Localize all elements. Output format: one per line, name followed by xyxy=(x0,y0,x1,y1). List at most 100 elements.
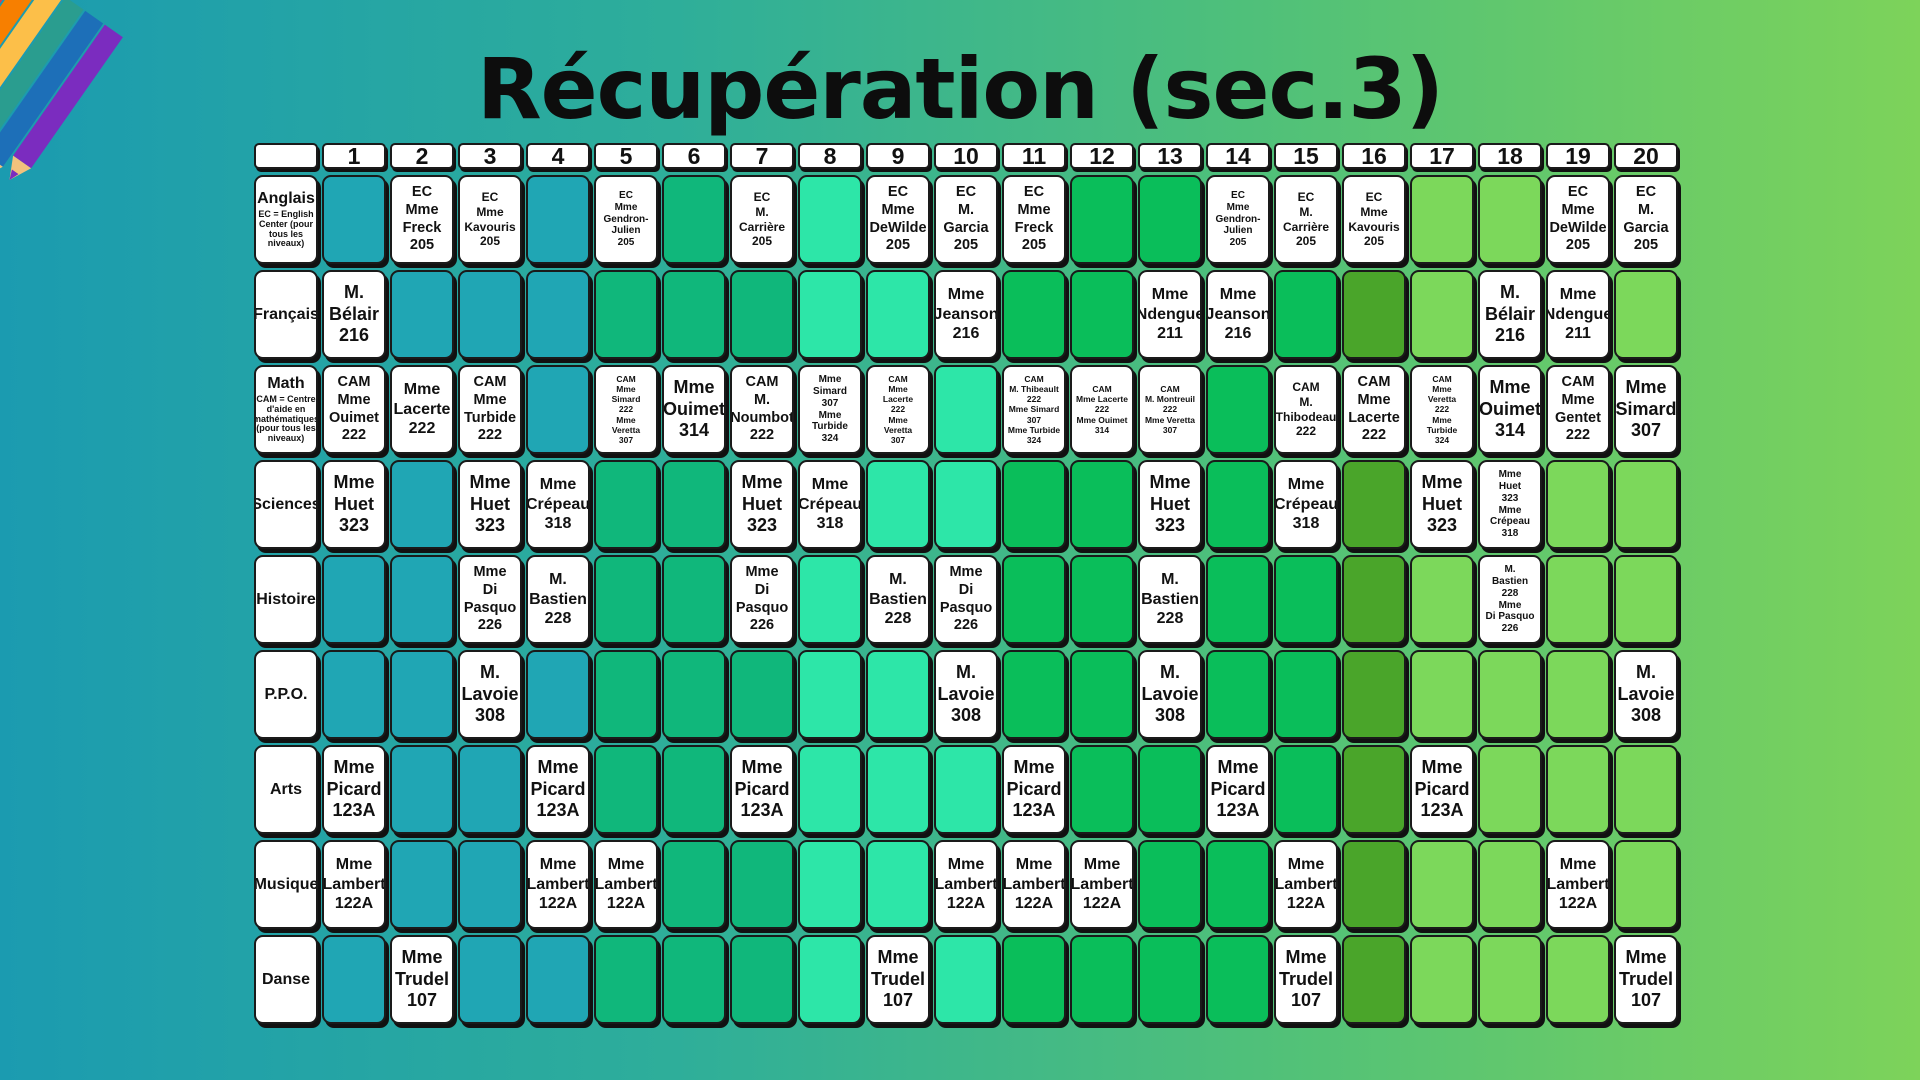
empty-slot xyxy=(1070,650,1134,739)
schedule-slot: CAM Mme Lacerte 222 xyxy=(1342,365,1406,454)
schedule-slot: Mme Jeanson 216 xyxy=(934,270,998,359)
empty-slot xyxy=(1206,935,1270,1024)
empty-slot xyxy=(1070,175,1134,264)
subject-label: Français xyxy=(254,270,318,359)
empty-slot xyxy=(798,555,862,644)
slot-text: M. Lavoie 308 xyxy=(1617,661,1675,726)
empty-slot xyxy=(662,175,726,264)
empty-slot xyxy=(390,460,454,549)
slot-text: Mme Lacerte 222 xyxy=(393,381,451,438)
schedule-slot: Mme Ndengue 211 xyxy=(1138,270,1202,359)
slot-text: Mme Ouimet 314 xyxy=(1479,376,1542,441)
empty-slot xyxy=(594,935,658,1024)
empty-slot xyxy=(1478,935,1542,1024)
slot-text: CAM Mme Gentet 222 xyxy=(1555,374,1601,444)
slot-text: Mme Trudel 107 xyxy=(1618,946,1673,1011)
subject-label: Histoire xyxy=(254,555,318,644)
schedule-slot: EC Mme Kavouris 205 xyxy=(458,175,522,264)
schedule-slot: M. Bastien 228 xyxy=(866,555,930,644)
empty-slot xyxy=(1138,175,1202,264)
schedule-slot: CAM M. Montreuil 222 Mme Veretta 307 xyxy=(1138,365,1202,454)
empty-slot xyxy=(1546,460,1610,549)
schedule-slot: Mme Lambert 122A xyxy=(1274,840,1338,929)
empty-slot xyxy=(322,175,386,264)
schedule-slot: Mme Trudel 107 xyxy=(390,935,454,1024)
slot-text: Mme Lambert 122A xyxy=(526,856,590,913)
empty-slot xyxy=(866,270,930,359)
empty-slot xyxy=(1410,840,1474,929)
schedule-slot: CAM Mme Lacerte 222 Mme Ouimet 314 xyxy=(1070,365,1134,454)
subject-name: Arts xyxy=(269,780,302,798)
subject-label: Sciences xyxy=(254,460,318,549)
subject-label: P.P.O. xyxy=(254,650,318,739)
schedule-slot: Mme Crépeau 318 xyxy=(798,460,862,549)
schedule-slot: M. Bastien 228 xyxy=(1138,555,1202,644)
schedule-slot: M. Lavoie 308 xyxy=(1138,650,1202,739)
empty-slot xyxy=(1342,935,1406,1024)
slot-text: Mme Huet 323 xyxy=(333,471,375,536)
empty-slot xyxy=(730,650,794,739)
subject-note: EC = English Center (pour tous les nivea… xyxy=(258,208,314,249)
subject-label: Arts xyxy=(254,745,318,834)
empty-slot xyxy=(1478,650,1542,739)
empty-slot xyxy=(1138,935,1202,1024)
schedule-slot: Mme Lambert 122A xyxy=(1546,840,1610,929)
empty-slot xyxy=(662,745,726,834)
slot-text: Mme Ndengue 211 xyxy=(1546,286,1610,343)
slot-text: Mme Picard 123A xyxy=(1414,756,1470,821)
empty-slot xyxy=(798,650,862,739)
empty-slot xyxy=(322,650,386,739)
day-number-header: 20 xyxy=(1614,143,1678,169)
empty-slot xyxy=(1002,270,1066,359)
slot-text: EC M. Garcia 205 xyxy=(943,184,989,254)
subject-name: Danse xyxy=(261,970,311,988)
empty-slot xyxy=(390,650,454,739)
schedule-slot: EC Mme DeWilde 205 xyxy=(866,175,930,264)
slot-text: EC Mme Gendron- Julien 205 xyxy=(1215,190,1261,249)
slot-text: Mme Crépeau 318 xyxy=(798,476,862,533)
slot-text: Mme Lambert 122A xyxy=(1274,856,1338,913)
empty-slot xyxy=(1070,270,1134,359)
empty-slot xyxy=(526,270,590,359)
schedule-slot: Mme Picard 123A xyxy=(322,745,386,834)
day-number-header: 9 xyxy=(866,143,930,169)
slot-text: CAM Mme Lacerte 222 Mme Ouimet 314 xyxy=(1076,384,1128,435)
slot-text: Mme Trudel 107 xyxy=(870,946,925,1011)
slot-text: Mme Huet 323 xyxy=(741,471,783,536)
empty-slot xyxy=(662,935,726,1024)
empty-slot xyxy=(1274,555,1338,644)
day-number-header: 14 xyxy=(1206,143,1270,169)
schedule-slot: Mme Huet 323 xyxy=(1138,460,1202,549)
empty-slot xyxy=(1002,460,1066,549)
slot-text: CAM M. Thibodeau 222 xyxy=(1275,380,1337,439)
schedule-slot: CAM M. Noumbot 222 xyxy=(730,365,794,454)
empty-slot xyxy=(1206,650,1270,739)
slot-text: Mme Jeanson 216 xyxy=(934,286,998,343)
schedule-slot: CAM Mme Gentet 222 xyxy=(1546,365,1610,454)
slot-text: Mme Ndengue 211 xyxy=(1138,286,1202,343)
empty-slot xyxy=(1342,650,1406,739)
slot-text: Mme Picard 123A xyxy=(1210,756,1266,821)
empty-slot xyxy=(390,840,454,929)
slot-text: Mme Picard 123A xyxy=(530,756,586,821)
empty-slot xyxy=(1342,840,1406,929)
slot-text: CAM Mme Ouimet 222 xyxy=(329,374,379,444)
empty-slot xyxy=(866,840,930,929)
empty-slot xyxy=(1410,270,1474,359)
slot-text: M. Bastien 228 xyxy=(529,571,587,628)
empty-slot xyxy=(1070,460,1134,549)
empty-slot xyxy=(798,745,862,834)
empty-slot xyxy=(526,365,590,454)
subject-name: Anglais xyxy=(257,189,315,207)
day-number-header: 4 xyxy=(526,143,590,169)
schedule-slot: Mme Huet 323 xyxy=(458,460,522,549)
slot-text: Mme Lambert 122A xyxy=(594,856,658,913)
empty-slot xyxy=(934,745,998,834)
day-number-header: 7 xyxy=(730,143,794,169)
slot-text: Mme Lambert 122A xyxy=(1546,856,1610,913)
subject-name: Histoire xyxy=(256,590,316,608)
empty-slot xyxy=(1614,840,1678,929)
schedule-slot: EC M. Garcia 205 xyxy=(934,175,998,264)
empty-slot xyxy=(1342,270,1406,359)
empty-slot xyxy=(458,935,522,1024)
